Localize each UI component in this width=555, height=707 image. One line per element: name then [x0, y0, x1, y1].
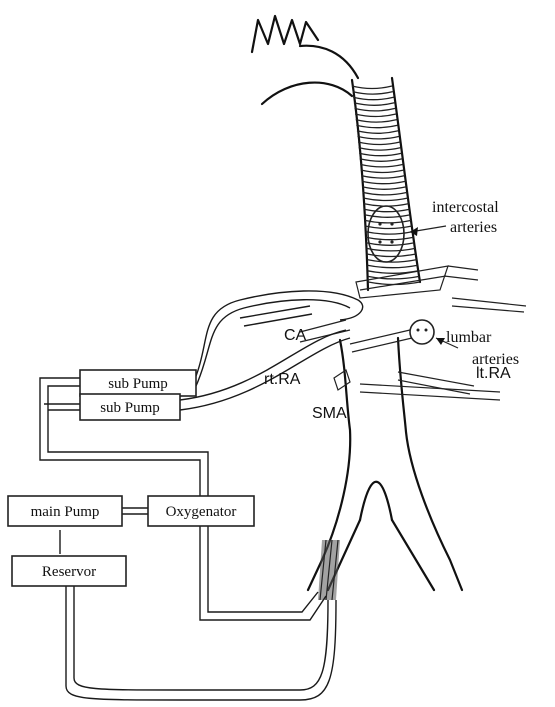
graft-rib: [355, 108, 396, 111]
graft-rib: [365, 226, 412, 229]
graft-rib: [366, 248, 415, 251]
graft-rib: [363, 192, 408, 195]
graft-rib: [364, 209, 410, 212]
rt-ra-label: rt.RA: [264, 371, 301, 388]
graft-rib: [365, 232, 412, 235]
sub-pump-2-label: sub Pump: [100, 400, 160, 416]
oxygenator-label: Oxygenator: [166, 504, 237, 520]
reservoir-label: Reservor: [42, 564, 96, 580]
sub-pump-1: sub Pump: [80, 370, 196, 396]
sub-pump-1-label: sub Pump: [108, 376, 168, 392]
graft-rib: [358, 142, 400, 145]
main-pump-label: main Pump: [31, 504, 100, 520]
graft-rib: [359, 153, 401, 156]
reservoir: Reservor: [12, 556, 126, 586]
abdominal-aorta: [300, 320, 500, 600]
oxygenator: Oxygenator: [148, 496, 254, 526]
graft-rib: [362, 187, 406, 190]
sub-pump-2: sub Pump: [80, 394, 180, 420]
graft-rib: [352, 86, 392, 89]
descending-aorta-graft: [352, 78, 526, 312]
ca-label: CA: [284, 327, 307, 344]
graft-rib: [367, 265, 417, 268]
graft-rib: [358, 136, 400, 139]
graft-rib: [360, 164, 403, 167]
aortic-arch: [252, 16, 358, 104]
graft-rib: [354, 103, 395, 106]
graft-rib: [353, 92, 393, 95]
graft-rib: [366, 237, 414, 240]
graft-rib: [355, 114, 396, 117]
main-pump: main Pump: [8, 496, 122, 526]
intercostal-label: intercostal: [432, 199, 499, 216]
sma-label: SMA: [312, 405, 347, 422]
graft-rib: [356, 125, 397, 128]
graft-rib: [361, 176, 405, 179]
lumbar-patch: [410, 320, 434, 344]
graft-rib: [357, 131, 398, 134]
lumbar-label: lumbar: [446, 329, 492, 346]
annotation-labels: intercostal arteries lumbar arteries CA …: [264, 199, 519, 422]
intercostal-label-2: arteries: [450, 219, 497, 236]
graft-rib: [363, 198, 408, 201]
graft-rib: [365, 220, 411, 223]
graft-rib: [360, 159, 403, 162]
lt-ra-label: lt.RA: [476, 365, 511, 382]
graft-rib: [359, 148, 401, 151]
graft-rib: [353, 97, 393, 100]
graft-rib: [362, 181, 406, 184]
graft-rib: [366, 243, 414, 246]
graft-rib: [361, 170, 404, 173]
graft-rib: [356, 120, 397, 123]
